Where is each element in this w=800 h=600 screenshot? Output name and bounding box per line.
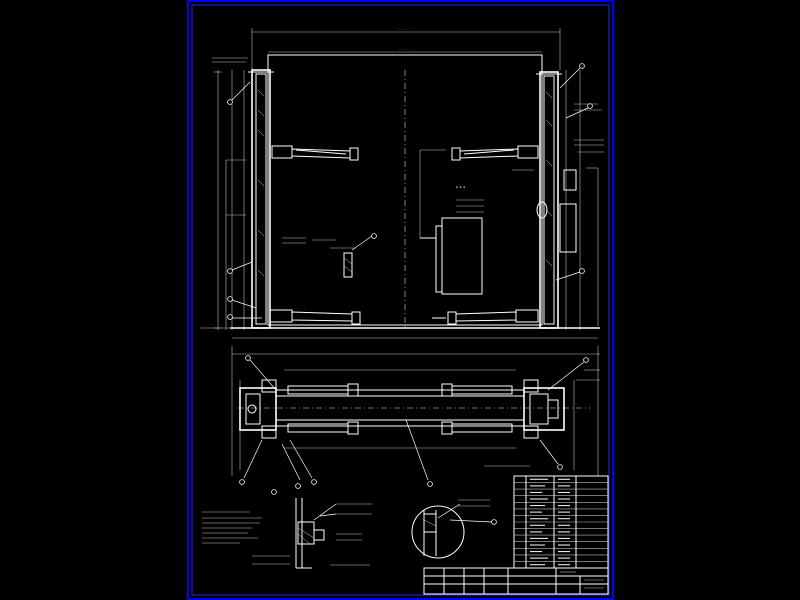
right-column xyxy=(536,70,581,330)
notes-block xyxy=(202,511,262,544)
outer-frame xyxy=(187,0,614,600)
power-unit: ▪ ▪ ▪ xyxy=(419,149,534,295)
lower-lift-arms xyxy=(269,309,539,325)
left-column-chain xyxy=(257,89,265,277)
left-post-plan xyxy=(239,379,277,439)
inner-frame xyxy=(191,4,610,596)
front-elevation-view: - - - - - - - - xyxy=(200,27,604,339)
svg-text:▪ ▪ ▪: ▪ ▪ ▪ xyxy=(456,185,465,189)
detail-b-circle xyxy=(411,499,497,559)
svg-text:- - - -: - - - - xyxy=(398,47,411,51)
title-block xyxy=(423,567,609,595)
parts-list-table xyxy=(513,475,609,569)
detail-a-view xyxy=(252,483,372,569)
annotation-blocks-front xyxy=(212,57,604,244)
part-balloons-front xyxy=(227,63,593,320)
detail-marker-mid xyxy=(330,233,377,278)
upper-lift-arms xyxy=(271,145,539,161)
lift-frame-outline xyxy=(267,54,543,326)
swing-arms-plan xyxy=(287,383,513,435)
svg-text:- - - -: - - - - xyxy=(398,27,411,31)
plan-view xyxy=(231,346,600,487)
right-post-plan xyxy=(523,379,565,439)
part-balloons-plan xyxy=(239,355,600,487)
